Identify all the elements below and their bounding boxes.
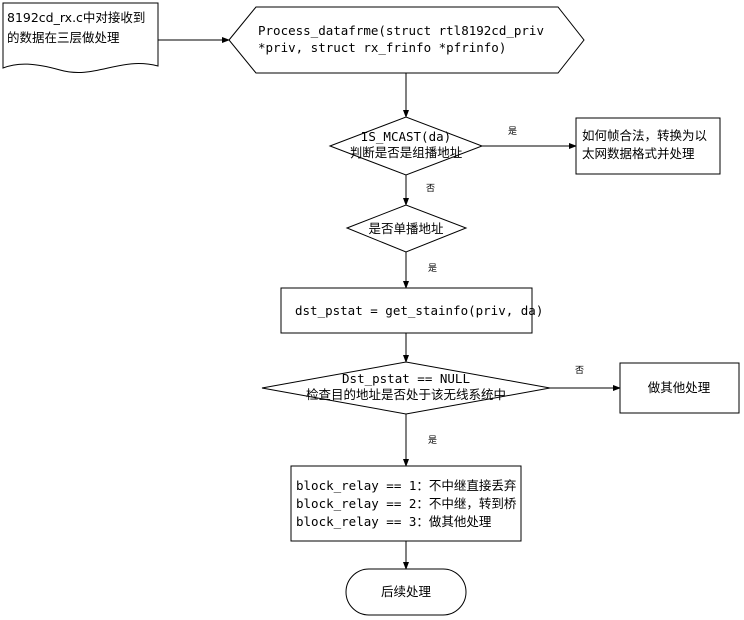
mcast-action-node: 如何帧合法，转换为以 太网数据格式并处理 xyxy=(575,117,721,175)
null-line-2: 检查目的地址是否处于该无线系统中 xyxy=(306,387,506,402)
get-stainfo-node: dst_pstat = get_stainfo(priv, da) xyxy=(280,287,543,334)
end-label: 后续处理 xyxy=(381,584,432,599)
block-relay-line-3: block_relay == 3：做其他处理 xyxy=(296,514,492,529)
end-terminator xyxy=(345,568,467,616)
source-note-node: 8192cd_rx.c中对接收到 的数据在三层做处理 xyxy=(2,2,159,73)
unicast-label: 是否单播地址 xyxy=(368,221,444,236)
end-node: 后续处理 xyxy=(345,568,467,616)
other-handling-node: 做其他处理 xyxy=(619,362,740,414)
block-relay-line-1: block_relay == 1：不中继直接丢弃 xyxy=(296,478,516,493)
null-no-label: 否 xyxy=(575,365,584,376)
mcast-action-box xyxy=(575,117,721,175)
unicast-diamond xyxy=(345,204,468,253)
get-stainfo-label: dst_pstat = get_stainfo(priv, da) xyxy=(295,303,543,318)
start-node: Process_datafrme(struct rtl8192cd_priv *… xyxy=(228,6,585,74)
mcast-yes-label: 是 xyxy=(508,126,517,137)
null-line-1: Dst_pstat == NULL xyxy=(342,371,470,386)
unicast-yes-label: 是 xyxy=(428,263,437,274)
get-stainfo-box xyxy=(280,287,533,334)
start-line-1: Process_datafrme(struct rtl8192cd_priv xyxy=(258,23,544,38)
mcast-decision-node: IS_MCAST(da) 判断是否是组播地址 xyxy=(328,116,484,176)
mcast-action-line-2: 太网数据格式并处理 xyxy=(582,146,695,161)
null-decision-node: Dst_pstat == NULL 检查目的地址是否处于该无线系统中 xyxy=(261,361,551,415)
mcast-action-line-1: 如何帧合法，转换为以 xyxy=(582,128,708,143)
block-relay-node: block_relay == 1：不中继直接丢弃 block_relay == … xyxy=(290,465,522,542)
start-hexagon xyxy=(228,6,585,74)
other-handling-box xyxy=(619,362,740,414)
null-yes-label: 是 xyxy=(428,435,437,446)
mcast-line-1: IS_MCAST(da) xyxy=(361,129,451,144)
document-shape xyxy=(2,2,159,73)
source-note-line-2: 的数据在三层做处理 xyxy=(7,30,120,45)
other-handling-label: 做其他处理 xyxy=(648,380,711,395)
start-line-2: *priv, struct rx_frinfo *pfrinfo) xyxy=(258,40,506,55)
source-note-line-1: 8192cd_rx.c中对接收到 xyxy=(7,10,145,25)
mcast-line-2: 判断是否是组播地址 xyxy=(350,145,463,160)
block-relay-line-2: block_relay == 2：不中继，转到桥 xyxy=(296,496,517,511)
mcast-no-label: 否 xyxy=(426,183,435,194)
unicast-decision-node: 是否单播地址 xyxy=(345,204,468,253)
